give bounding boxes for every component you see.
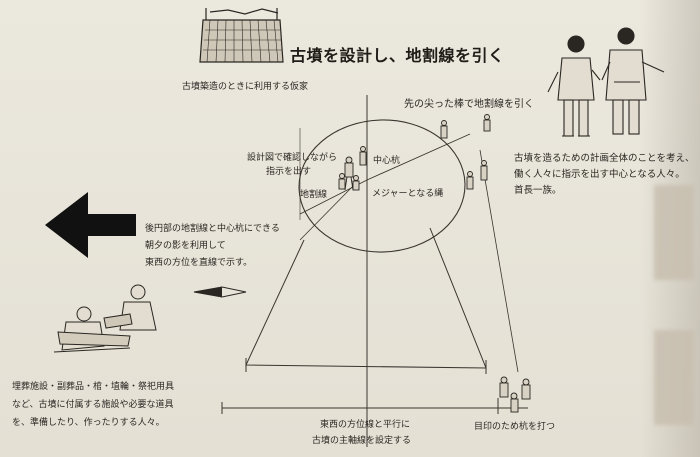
workers-caption-line: を、準備したり、作ったりする人々。 <box>12 418 165 428</box>
figure-rope-top <box>440 114 491 139</box>
blurred-region <box>654 330 694 425</box>
workers-caption-line: 埋葬施設・副葬品・棺・埴輪・祭祀用具 <box>12 382 175 392</box>
workers-caption-line: など、古墳に付属する施設や必要な道具 <box>12 400 174 410</box>
leaders-illustration <box>547 27 665 137</box>
figure-rope-right <box>466 160 488 190</box>
arrow-left-icon <box>45 192 136 258</box>
sun-caption-line: 後円部の地割線と中心杭にできる <box>145 224 280 234</box>
page-title: 古墳を設計し、地割線を引く <box>290 46 505 65</box>
design-caption-line: 設計図で確認しながら <box>247 153 338 163</box>
sun-caption-line: 東西の方位を直線で示す。 <box>145 258 253 268</box>
pointed-stick-caption: 先の尖った棒で地割線を引く <box>404 99 534 110</box>
design-caption-line: 指示を出す <box>266 167 312 177</box>
figure-stakers <box>499 376 531 413</box>
measure-rope-label: メジャーとなる縄 <box>372 189 444 199</box>
hut-caption: 古墳築造のときに利用する仮家 <box>182 82 309 92</box>
round-mound-outline <box>298 119 466 253</box>
stake-caption: 目印のため杭を打つ <box>474 422 556 432</box>
planner-caption-line: 働く人々に指示を出す中心となる人々。 <box>514 169 685 180</box>
compass-icon <box>193 286 247 298</box>
blurred-region <box>654 185 694 280</box>
hut-icon <box>199 8 284 63</box>
craftsmen-illustration <box>53 284 157 353</box>
center-stake-label: 中心杭 <box>373 156 401 166</box>
sun-caption-line: 朝夕の影を利用して <box>145 241 226 251</box>
axis-caption-line: 古墳の主軸線を設定する <box>312 436 412 446</box>
ground-line-label: 地割線 <box>300 190 328 200</box>
planner-caption-line: 首長一族。 <box>514 185 562 196</box>
figure-center <box>338 146 367 191</box>
front-mound-outline <box>245 227 487 369</box>
planner-caption-line: 古墳を造るための計画全体のことを考え、 <box>514 153 695 164</box>
axis-caption-line: 東西の方位線と平行に <box>320 420 411 430</box>
